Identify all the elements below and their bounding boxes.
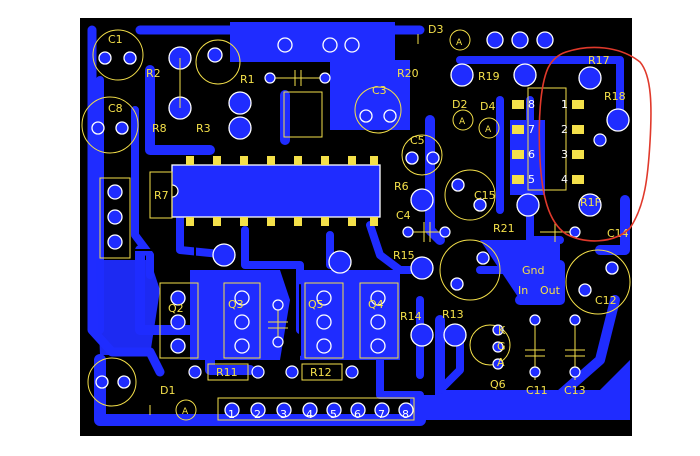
label-q2: Q2 [168, 302, 184, 315]
label-c15: C15 [474, 189, 496, 202]
label-r2: R2 [146, 67, 161, 80]
label-q6-k: K [498, 324, 506, 337]
label-r15: R15 [393, 249, 415, 262]
label-c14: C14 [607, 227, 629, 240]
label-c8: C8 [108, 102, 123, 115]
label-r13: R13 [442, 308, 464, 321]
ic-pin-2: 2 [561, 123, 568, 136]
connector-pin-6: 6 [354, 408, 361, 421]
label-c5: C5 [410, 134, 425, 147]
label-c13: C13 [564, 384, 586, 397]
label-r14: R14 [400, 310, 422, 323]
label-q4: Q4 [368, 298, 384, 311]
label-d3-anode: A [456, 38, 463, 48]
label-d1: D1 [160, 384, 175, 397]
label-r17: R17 [588, 54, 610, 67]
label-r21: R21 [493, 222, 515, 235]
ic-u2: 8 7 6 5 1 2 3 4 [512, 87, 584, 191]
capacitors [81, 29, 631, 407]
label-c11: C11 [526, 384, 548, 397]
label-out: Out [540, 284, 561, 297]
ic-pin-5: 5 [528, 173, 535, 186]
label-c12: C12 [595, 294, 617, 307]
label-in: In [518, 284, 528, 297]
resistors [99, 46, 630, 381]
label-r8: R8 [152, 122, 167, 135]
label-q6-g: G [497, 340, 506, 353]
ic-pin-4: 4 [561, 173, 568, 186]
labels: C1 C8 C3 C5 C15 C4 C14 C12 C11 C13 R1 R2… [108, 23, 629, 421]
ic-pin-8: 8 [528, 98, 535, 111]
label-r3: R3 [196, 122, 211, 135]
isolation-gaps [114, 229, 561, 356]
label-q6: Q6 [490, 378, 506, 391]
label-r1f: R1F [580, 196, 601, 209]
connector-pin-8: 8 [402, 408, 409, 421]
label-c3: C3 [372, 84, 387, 97]
label-r11: R11 [216, 366, 238, 379]
label-d1-anode: A [182, 407, 189, 417]
label-r7: R7 [154, 189, 169, 202]
label-q5: Q5 [308, 298, 324, 311]
misc-pads [277, 31, 607, 147]
label-r12: R12 [310, 366, 332, 379]
diodes [149, 29, 500, 421]
connector-pin-1: 1 [228, 408, 235, 421]
label-gnd: Gnd [522, 264, 544, 277]
ic-u1 [171, 156, 381, 226]
connector-pin-3: 3 [280, 408, 287, 421]
label-r19: R19 [478, 70, 500, 83]
label-d2: D2 [452, 98, 467, 111]
ic-pin-3: 3 [561, 148, 568, 161]
connector-pin-2: 2 [254, 408, 261, 421]
bottom-connector [217, 397, 415, 421]
connector-pin-4: 4 [306, 408, 313, 421]
label-c4: C4 [396, 209, 411, 222]
ic-pin-7: 7 [528, 123, 535, 136]
label-d3: D3 [428, 23, 443, 36]
label-r1: R1 [240, 73, 255, 86]
highlight-circle [538, 46, 652, 242]
label-r20: R20 [397, 67, 419, 80]
transistors [159, 282, 511, 370]
label-r18: R18 [604, 90, 626, 103]
connector-pin-7: 7 [378, 408, 385, 421]
label-q6-a: A [497, 356, 505, 369]
label-r6: R6 [394, 180, 409, 193]
ic-pin-1: 1 [561, 98, 568, 111]
label-d4-anode: A [485, 125, 492, 135]
label-q3: Q3 [228, 298, 244, 311]
connector-pin-5: 5 [330, 408, 337, 421]
label-d4: D4 [480, 100, 495, 113]
label-d2-anode: A [459, 117, 466, 127]
label-c1: C1 [108, 33, 123, 46]
ic-pin-6: 6 [528, 148, 535, 161]
